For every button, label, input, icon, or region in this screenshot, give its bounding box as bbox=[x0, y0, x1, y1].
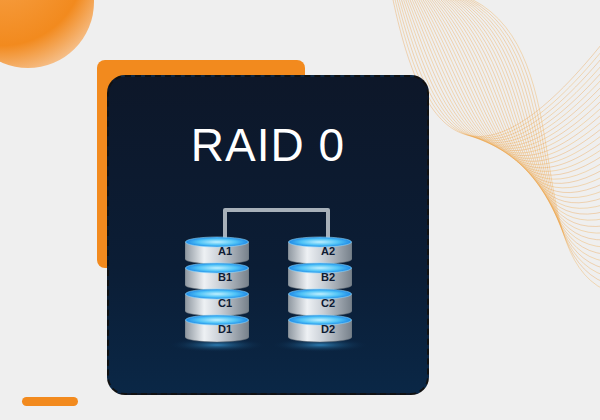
mesh-line bbox=[442, 0, 600, 220]
cylinder-cap bbox=[289, 263, 352, 273]
cylinder-cap bbox=[186, 315, 249, 325]
cylinder-shape bbox=[185, 236, 249, 266]
mesh-line bbox=[458, 0, 600, 276]
disk-label: B1 bbox=[185, 262, 265, 283]
mesh-line bbox=[448, 0, 600, 240]
corner-orb bbox=[0, 0, 94, 68]
cylinder-shape bbox=[185, 262, 249, 292]
cylinder-shape bbox=[185, 314, 249, 344]
cylinder-shape bbox=[185, 288, 249, 318]
disk-label: A2 bbox=[288, 236, 368, 257]
mesh-line bbox=[432, 0, 600, 193]
disk-segment: B1 bbox=[185, 262, 265, 290]
mesh-line bbox=[444, 0, 600, 227]
disk-segment: C1 bbox=[185, 288, 265, 316]
mesh-line bbox=[454, 0, 600, 261]
cylinder-shape bbox=[288, 288, 352, 318]
mesh-line bbox=[408, 0, 600, 151]
mesh-line bbox=[460, 0, 600, 283]
disk-segment: B2 bbox=[288, 262, 368, 290]
disk-segment: D1 bbox=[185, 314, 265, 342]
diagram-title: RAID 0 bbox=[107, 118, 429, 172]
mesh-line bbox=[438, 0, 600, 208]
mesh-line bbox=[422, 0, 600, 171]
cylinder-shape bbox=[288, 314, 352, 344]
cylinder-cap bbox=[289, 289, 352, 299]
mesh-line bbox=[462, 0, 600, 290]
mesh-line bbox=[416, 0, 600, 161]
disk-segment: D2 bbox=[288, 314, 368, 342]
mesh-line bbox=[434, 0, 600, 198]
disk-label: B2 bbox=[288, 262, 368, 283]
disk-segment: A1 bbox=[185, 236, 265, 264]
disk-segment: A2 bbox=[288, 236, 368, 264]
cylinder-cap bbox=[289, 315, 352, 325]
disk-label: C2 bbox=[288, 288, 368, 309]
mesh-line bbox=[456, 0, 600, 269]
cylinder-shape bbox=[288, 236, 352, 266]
cylinder-cap bbox=[186, 237, 249, 247]
cylinder-cap bbox=[186, 263, 249, 273]
mesh-line bbox=[430, 0, 600, 188]
mesh-line bbox=[414, 0, 600, 158]
raid-link-pipe bbox=[225, 210, 328, 238]
disk-segment: C2 bbox=[288, 288, 368, 316]
disk-label: C1 bbox=[185, 288, 265, 309]
orange-bar bbox=[22, 397, 78, 406]
mesh-line bbox=[406, 0, 600, 148]
mesh-line bbox=[446, 0, 600, 233]
cylinder-shape bbox=[288, 262, 352, 292]
disk-label: D2 bbox=[288, 314, 368, 335]
mesh-line bbox=[452, 0, 600, 254]
disk-label: D1 bbox=[185, 314, 265, 335]
cylinder-cap bbox=[289, 237, 352, 247]
mesh-line bbox=[440, 0, 600, 214]
disk-label: A1 bbox=[185, 236, 265, 257]
cylinder-cap bbox=[186, 289, 249, 299]
mesh-line bbox=[436, 0, 600, 203]
mesh-line bbox=[412, 0, 600, 156]
mesh-line bbox=[450, 0, 600, 247]
